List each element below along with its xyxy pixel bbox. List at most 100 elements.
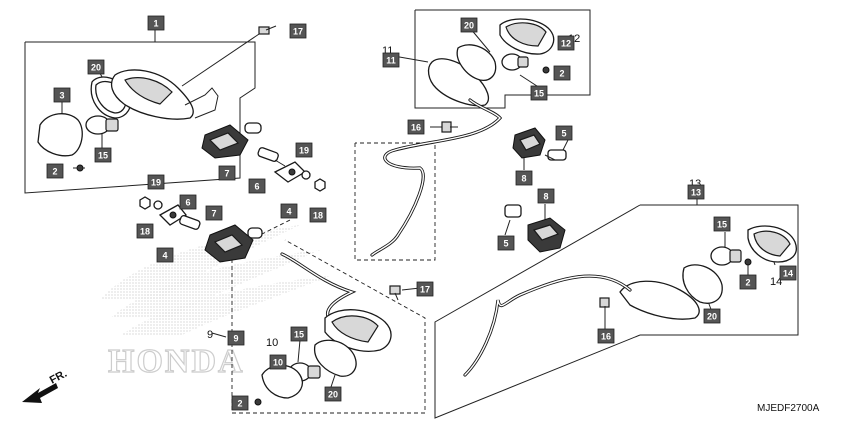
- callout-number: 12: [561, 39, 571, 49]
- callout-number: 15: [534, 89, 544, 99]
- callout-number: 7: [211, 209, 216, 219]
- part-19-washer-upper: [301, 170, 311, 180]
- group-box-lower-left: [231, 239, 426, 414]
- plain-label-11: 11: [382, 45, 393, 57]
- plain-label-10: 10: [266, 337, 278, 349]
- part-5-clip-upper: [544, 149, 567, 161]
- part-20-gasket-upper-right: [456, 44, 497, 81]
- callout-15: 15: [290, 326, 308, 342]
- callout-number: 14: [783, 269, 793, 279]
- part-18-nut-left: [139, 196, 151, 210]
- callout-11: 11: [382, 52, 400, 68]
- part-3-lens: [37, 113, 83, 157]
- callout-5: 5: [555, 125, 573, 141]
- callout-number: 2: [745, 278, 750, 288]
- callout-9: 9: [227, 330, 245, 346]
- callout-number: 19: [151, 178, 161, 188]
- part-8-socket-lower-right: [527, 217, 566, 253]
- part-17-screw-top: [258, 25, 277, 35]
- callout-number: 16: [411, 123, 421, 133]
- callout-20: 20: [87, 59, 105, 75]
- dash-link: [229, 219, 291, 251]
- callout-number: 10: [273, 358, 283, 368]
- callout-number: 15: [98, 151, 108, 161]
- callout-number: 15: [717, 220, 727, 230]
- callout-8: 8: [537, 188, 555, 204]
- part-13-lens: [619, 280, 700, 320]
- part-20-gasket-lower: [313, 339, 357, 377]
- part-15-bulb-right: [710, 246, 742, 266]
- front-direction-label: FR.: [48, 368, 69, 387]
- callout-number: 6: [254, 182, 259, 192]
- part-10-lens: [261, 364, 303, 399]
- part-20-gasket-right: [682, 264, 723, 304]
- part-2-screw-upper-right: [542, 66, 550, 74]
- callout-number: 17: [293, 27, 303, 37]
- callout-7: 7: [205, 205, 223, 221]
- part-15-bulb-upper-left: [85, 115, 119, 135]
- callout-number: 1: [153, 19, 158, 29]
- callout-6: 6: [248, 178, 266, 194]
- callout-10: 10: [269, 354, 287, 370]
- callout-20: 20: [460, 17, 478, 33]
- callout-number: 17: [420, 285, 430, 295]
- callout-15: 15: [94, 147, 112, 163]
- callout-number: 18: [140, 227, 150, 237]
- callout-number: 16: [601, 332, 611, 342]
- group-box-13: [434, 195, 799, 419]
- part-14-housing: [747, 225, 797, 263]
- callout-6: 6: [179, 194, 197, 210]
- part-17-screw-lower: [389, 285, 401, 301]
- part-2-screw-lower: [254, 398, 262, 406]
- part-6-connector-left: [179, 215, 201, 230]
- callout-17: 17: [416, 281, 434, 297]
- part-4-bracket-upper: [273, 161, 307, 183]
- callout-19: 19: [295, 142, 313, 158]
- callout-number: 18: [313, 211, 323, 221]
- part-6-connector-upper: [257, 147, 286, 167]
- callout-number: 3: [59, 91, 64, 101]
- callout-2: 2: [231, 395, 249, 411]
- callout-18: 18: [136, 223, 154, 239]
- callout-number: 4: [286, 207, 291, 217]
- part-4-bracket-left: [158, 204, 187, 226]
- watermark-text: HONDA: [108, 343, 245, 380]
- wire-harness-upper: [370, 98, 503, 257]
- part-19-washer-left: [153, 200, 163, 210]
- part-7-socket-upper: [201, 122, 262, 159]
- callout-number: 15: [294, 330, 304, 340]
- callout-18: 18: [309, 207, 327, 223]
- callout-8: 8: [515, 170, 533, 186]
- callout-number: 9: [233, 334, 238, 344]
- plain-label-9: 9: [207, 329, 213, 341]
- callout-number: 2: [52, 167, 57, 177]
- callout-number: 20: [464, 21, 474, 31]
- callout-15: 15: [530, 85, 548, 101]
- callout-number: 8: [543, 192, 548, 202]
- part-5-clip-lower: [504, 204, 522, 218]
- callout-2: 2: [739, 274, 757, 290]
- callout-number: 20: [91, 63, 101, 73]
- part-7-socket-lower: [204, 224, 263, 263]
- callout-17: 17: [289, 23, 307, 39]
- callout-number: 5: [503, 239, 508, 249]
- callout-number: 20: [707, 312, 717, 322]
- callout-number: 20: [328, 390, 338, 400]
- callout-number: 7: [224, 169, 229, 179]
- callout-3: 3: [53, 87, 71, 103]
- callout-4: 4: [280, 203, 298, 219]
- front-arrow-icon: [22, 383, 58, 403]
- part-2-screw-upper-left: [73, 164, 85, 172]
- plain-label-14: 14: [770, 276, 782, 288]
- part-16-screw-right: [599, 297, 610, 315]
- callout-12: 12: [557, 35, 575, 51]
- callout-number: 2: [559, 69, 564, 79]
- group-box-wire-upper: [354, 142, 436, 261]
- callout-4: 4: [156, 247, 174, 263]
- diagram-code: MJEDF2700A: [757, 403, 820, 414]
- callout-20: 20: [703, 308, 721, 324]
- callout-number: 6: [185, 198, 190, 208]
